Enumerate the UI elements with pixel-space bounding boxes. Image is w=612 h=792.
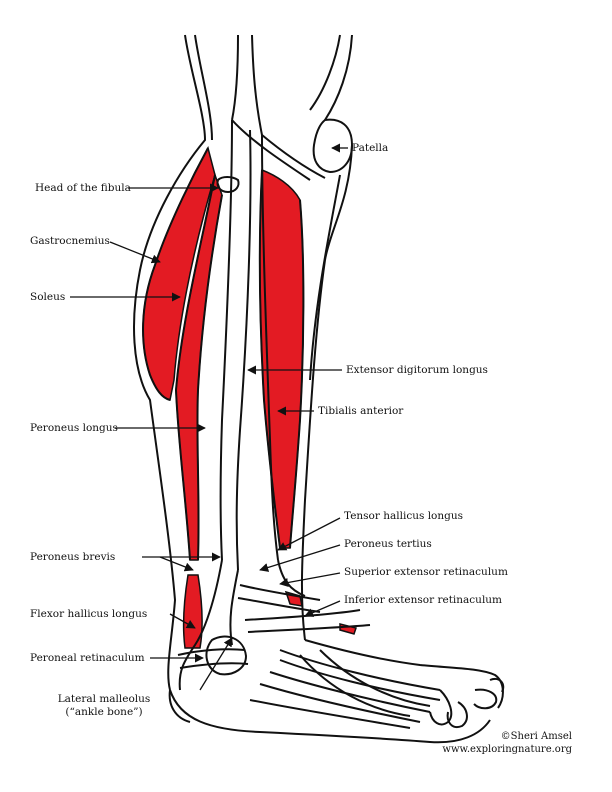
label-head-of-fibula: Head of the fibula — [35, 182, 131, 194]
flexor-hallicus-muscle — [182, 574, 203, 649]
label-tibialis-anterior: Tibialis anterior — [318, 405, 404, 417]
label-inferior-extensor-retinaculum: Inferior extensor retinaculum — [344, 594, 503, 606]
credit-block: ©Sheri Amsel www.exploringnature.org — [400, 730, 572, 756]
label-soleus: Soleus — [30, 291, 66, 303]
label-gastrocnemius: Gastrocnemius — [30, 235, 110, 247]
label-extensor-digitorum-longus: Extensor digitorum longus — [346, 364, 488, 376]
label-peroneal-retinaculum: Peroneal retinaculum — [30, 652, 145, 664]
label-peroneus-longus: Peroneus longus — [30, 422, 118, 434]
label-lateral-malleolus-line2: (“ankle bone”) — [65, 706, 143, 718]
label-flexor-hallicus-longus: Flexor hallicus longus — [30, 608, 148, 620]
leader-arrows — [70, 143, 348, 691]
leg-outline — [133, 34, 505, 744]
label-tensor-hallicus-longus: Tensor hallicus longus — [344, 510, 464, 522]
label-peroneus-brevis: Peroneus brevis — [30, 551, 116, 563]
credit-website: www.exploringnature.org — [442, 744, 572, 755]
label-lateral-malleolus-line1: Lateral malleolus — [57, 693, 151, 705]
label-patella: Patella — [352, 142, 389, 154]
label-peroneus-tertius: Peroneus tertius — [344, 538, 432, 550]
credit-author: ©Sheri Amsel — [500, 731, 572, 742]
label-lateral-malleolus: Lateral malleolus (“ankle bone”) — [44, 693, 164, 719]
label-superior-extensor-retinaculum: Superior extensor retinaculum — [344, 566, 508, 578]
